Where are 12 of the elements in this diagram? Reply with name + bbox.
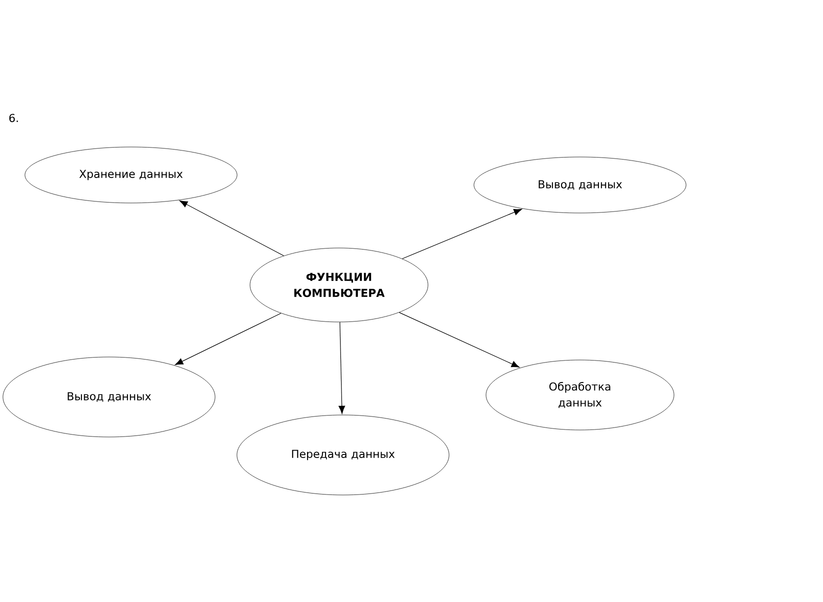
- ellipse-node: Обработка данных: [486, 360, 674, 430]
- ellipse-node: Передача данных: [236, 414, 450, 496]
- ellipse-node: ФУНКЦИИ КОМПЬЮТЕРА: [250, 248, 428, 322]
- arrow: [402, 208, 522, 260]
- ellipse-node: Хранение данных: [24, 146, 238, 204]
- arrow: [179, 200, 284, 256]
- arrow: [398, 312, 520, 368]
- arrow: [338, 322, 346, 414]
- ellipse-node: Вывод данных: [474, 156, 686, 214]
- arrow: [174, 312, 282, 366]
- ellipse-node: Вывод данных: [2, 356, 216, 438]
- number-label: 6.: [9, 114, 18, 122]
